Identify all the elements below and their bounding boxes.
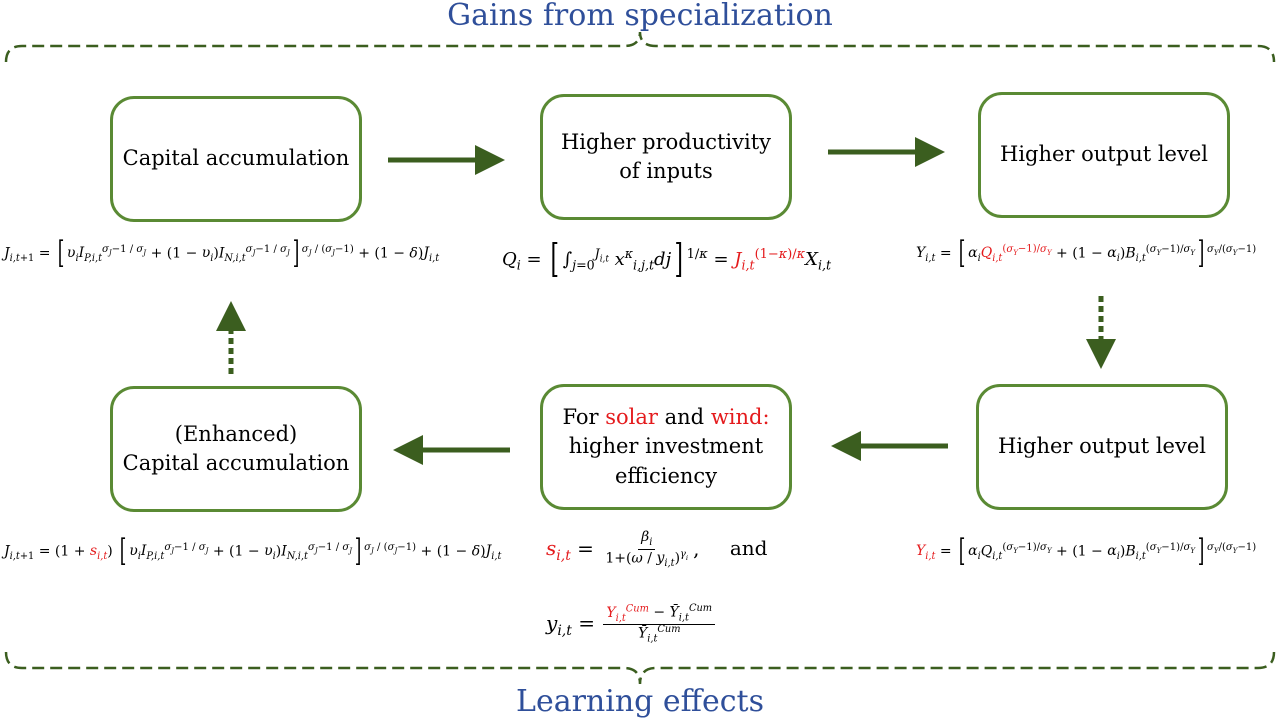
equation-output-top: Yi,t = [αiQi,t(σY−1)/σY + (1 − αi)Bi,t(σ…: [916, 235, 1257, 271]
box-investment-line2: higher investment: [568, 434, 764, 459]
top-title-gains-from-specialization: Gains from specialization: [447, 0, 833, 33]
investment-wind: wind:: [710, 404, 770, 429]
box-capital-accumulation-label: Capital accumulation: [122, 146, 350, 171]
box-higher-output-bottom-label: Higher output level: [998, 434, 1206, 459]
investment-solar: solar: [605, 404, 658, 429]
equation-capital-accumulation: Ji,t+1 = [υiIP,i,tσJ−1 / σJ + (1 − υi)IN…: [4, 235, 440, 271]
box-enhanced-line2: Capital accumulation: [122, 451, 350, 475]
box-higher-output-bottom: Higher output level: [976, 384, 1228, 510]
equation-output-bottom: Yi,t = [αiQi,t(σY−1)/σY + (1 − αi)Bi,t(σ…: [916, 533, 1257, 569]
box-higher-productivity-line1: Higher productivity: [560, 129, 772, 154]
investment-and: and: [664, 404, 705, 429]
box-higher-output-top-label: Higher output level: [1000, 142, 1208, 167]
bottom-title-learning-effects: Learning effects: [516, 684, 764, 719]
box-enhanced-line1: (Enhanced): [174, 421, 298, 446]
top-brace: [4, 31, 1276, 63]
box-investment-efficiency: For solar and wind: higher investment ef…: [540, 384, 792, 510]
box-higher-productivity-line2: of inputs: [619, 159, 713, 183]
equation-investment-efficiency: si,t = βi 1+(ω / yi,t)γi , and: [546, 529, 768, 570]
equation-learning-ratio: yi,t = Yi,tCum − Ȳi,tCum Ȳi,tCum: [546, 603, 717, 645]
bottom-brace: [4, 651, 1276, 685]
box-capital-accumulation: Capital accumulation: [110, 96, 362, 222]
box-enhanced-capital-accumulation: (Enhanced) Capital accumulation: [110, 386, 362, 512]
investment-for: For: [562, 404, 599, 429]
equation-productivity: Qi = [∫j=0Ji,t xκi,j,tdj]1/κ = Ji,t(1−κ)…: [502, 236, 832, 282]
box-higher-output-top: Higher output level: [978, 92, 1230, 218]
box-investment-line3: efficiency: [614, 463, 718, 488]
box-higher-productivity: Higher productivity of inputs: [540, 94, 792, 220]
equation-and-word: and: [729, 536, 768, 561]
box-investment-line1: For solar and wind:: [562, 403, 769, 432]
equation-enhanced-capital: Ji,t+1 = (1 + si,t) [υiIP,i,tσJ−1 / σJ +…: [4, 533, 502, 569]
